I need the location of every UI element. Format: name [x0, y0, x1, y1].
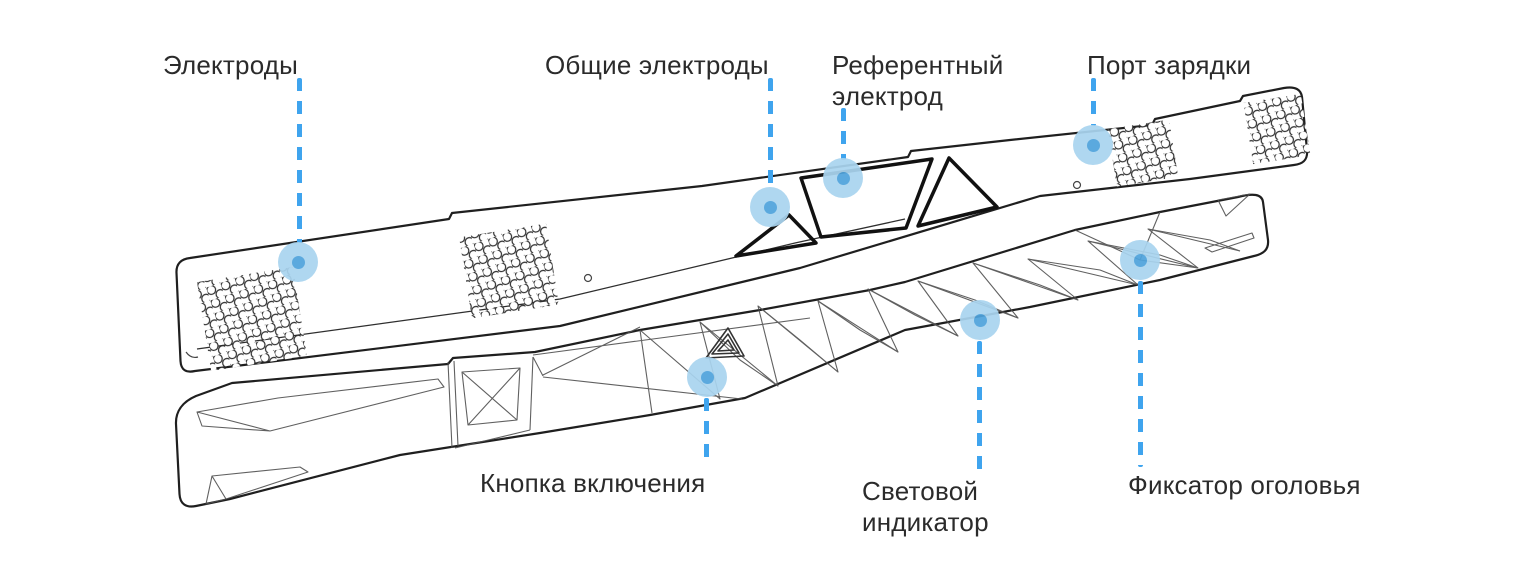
facet-mesh	[196, 193, 1255, 505]
marker-dot	[291, 255, 305, 269]
callout-common-electrodes-marker	[750, 187, 790, 227]
callout-electrodes-line	[297, 78, 302, 243]
callout-electrodes-marker	[278, 242, 318, 282]
callout-reference-electrode-line	[841, 108, 846, 160]
marker-dot	[836, 171, 850, 185]
callout-electrodes-label: Электроды	[163, 50, 299, 80]
callout-light-indicator-marker	[960, 300, 1000, 340]
callout-common-electrodes-label: Общие электроды	[545, 50, 769, 80]
callout-charging-port-label: Порт зарядки	[1087, 50, 1252, 80]
marker-dot	[973, 313, 987, 327]
callout-light-indicator-label: Световой индикатор	[862, 476, 989, 537]
callout-headband-fixator-label: Фиксатор оголовья	[1128, 470, 1361, 500]
callout-reference-electrode-marker	[823, 158, 863, 198]
electrode-cutouts	[734, 156, 999, 258]
callout-charging-port-marker	[1073, 125, 1113, 165]
callout-power-button-line	[704, 398, 709, 466]
callout-charging-port-line	[1091, 78, 1096, 126]
callout-power-button-label: Кнопка включения	[480, 468, 706, 498]
callout-common-electrodes-line	[768, 78, 773, 188]
callout-power-button-marker	[687, 357, 727, 397]
marker-dot	[1133, 253, 1147, 267]
top-band	[175, 86, 1311, 373]
marker-dot	[1086, 138, 1100, 152]
marker-dot	[700, 370, 714, 384]
callout-light-indicator-line	[977, 341, 982, 472]
marker-dot	[763, 200, 777, 214]
callout-reference-electrode-label: Референтный электрод	[832, 50, 1004, 111]
callout-headband-fixator-marker	[1120, 240, 1160, 280]
callout-headband-fixator-line	[1138, 281, 1143, 467]
bottom-band	[174, 193, 1270, 508]
electrode-patches	[197, 93, 1311, 372]
power-button-icon	[705, 327, 745, 359]
